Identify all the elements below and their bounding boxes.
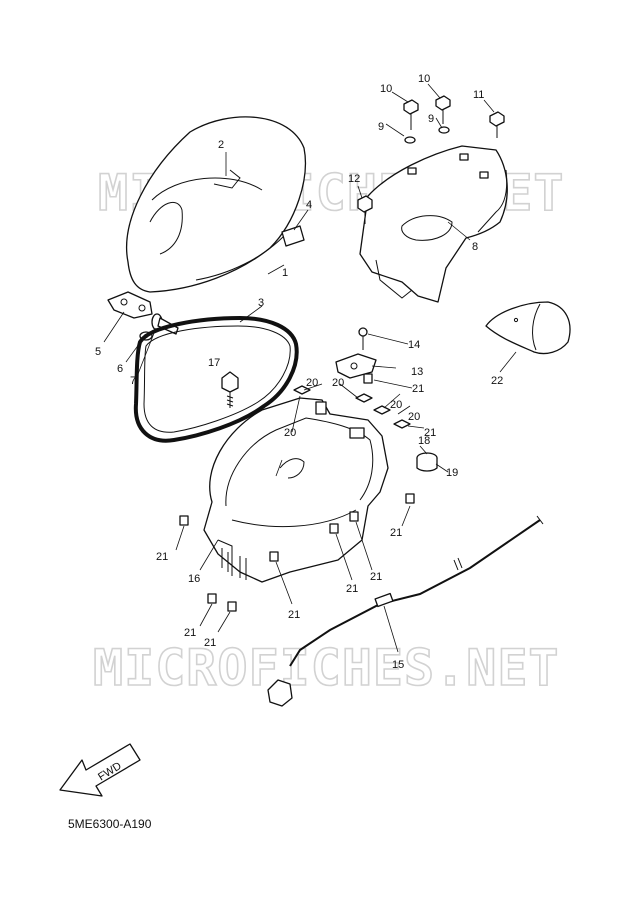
callout-label: 21 (424, 427, 436, 439)
callout-label: 8 (472, 241, 478, 253)
callout-label: 16 (188, 573, 200, 585)
callout-label: 22 (491, 375, 503, 387)
callout-label: 21 (204, 637, 216, 649)
forward-direction-arrow: FWD (59, 743, 141, 797)
rear-cover-part (359, 145, 508, 303)
callout-label: 9 (378, 121, 384, 133)
callout-label: 3 (258, 297, 264, 309)
callout-label: 11 (473, 89, 484, 101)
leader-lines (103, 83, 517, 653)
callout-label: 9 (428, 113, 434, 125)
nut-parts (293, 385, 411, 429)
callout-label: 10 (418, 73, 430, 85)
callout-label: 14 (408, 339, 420, 351)
cover-bolts (403, 95, 505, 144)
weatherstrip-part (133, 316, 299, 443)
callout-label: 21 (346, 583, 358, 595)
screw-part (221, 371, 239, 408)
callout-label: 20 (390, 399, 402, 411)
bracket-part (335, 353, 377, 379)
seat-lock-cable-part (267, 515, 544, 707)
trim-cover-part (485, 301, 571, 355)
callout-label: 10 (380, 83, 392, 95)
callout-label: 21 (184, 627, 196, 639)
callout-label: 5 (95, 346, 101, 358)
callout-label: 20 (306, 377, 318, 389)
callout-label: 7 (130, 375, 136, 387)
damper-part (416, 452, 438, 472)
callout-label: 18 (418, 435, 430, 447)
callout-label: 17 (208, 357, 220, 369)
callout-label: 21 (288, 609, 300, 621)
callout-label: 12 (348, 173, 360, 185)
callout-numbers: 1 2 3 4 5 6 7 8 9 9 10 10 11 12 13 14 15… (95, 73, 503, 671)
callout-label: 2 (218, 139, 224, 151)
watermark-bottom: MICROFICHES.NET (93, 639, 560, 697)
callout-label: 20 (332, 377, 344, 389)
callout-label: 4 (306, 199, 312, 211)
small-bolt-part (358, 327, 368, 350)
callout-label: 20 (408, 411, 420, 423)
callout-label: 19 (446, 467, 458, 479)
seat-part (126, 116, 306, 293)
label-sticker-part (281, 225, 305, 247)
callout-label: 15 (392, 659, 404, 671)
callout-label: 1 (282, 267, 288, 279)
cover-side-bolt (357, 195, 373, 224)
callout-label: 21 (390, 527, 402, 539)
storage-box-part (203, 397, 389, 583)
seat-hinge-part (107, 291, 153, 319)
callout-label: 21 (156, 551, 168, 563)
callout-label: 20 (284, 427, 296, 439)
callout-label: 6 (117, 363, 123, 375)
callout-label: 21 (370, 571, 382, 583)
callout-label: 21 (412, 383, 424, 395)
speed-nut-clips (179, 373, 415, 612)
diagram-code: 5ME6300-A190 (68, 817, 152, 831)
callout-label: 13 (411, 366, 423, 378)
